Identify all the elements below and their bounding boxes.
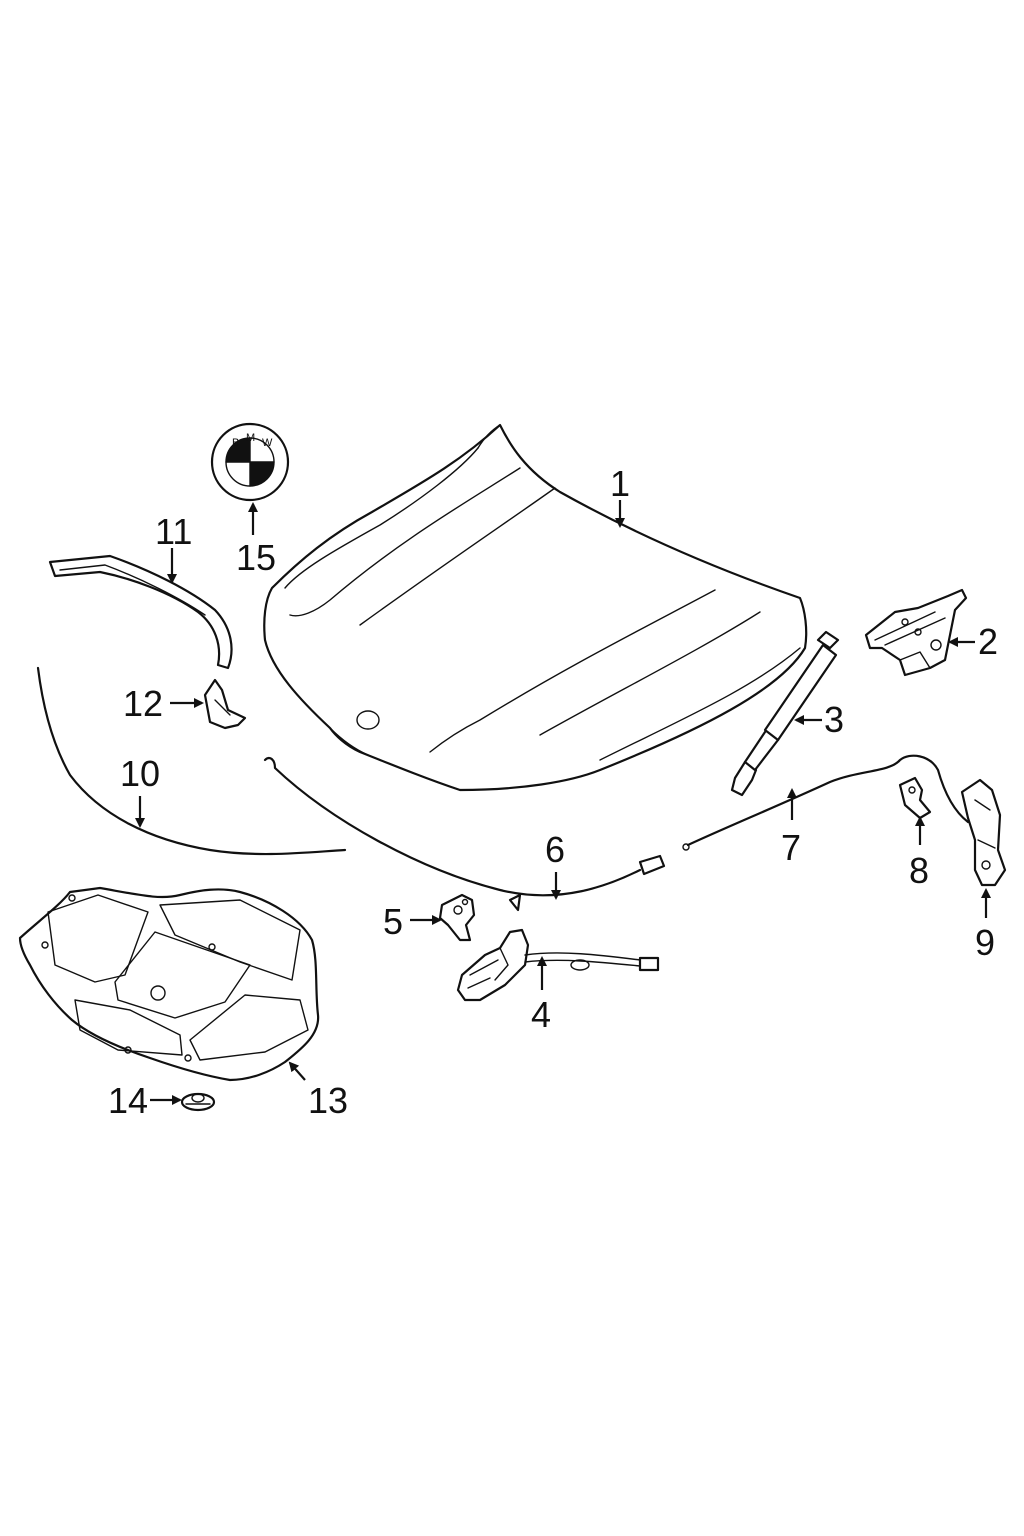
callout-11: 11 (155, 511, 192, 552)
latch-support (960, 778, 1007, 887)
callout-13: 13 (308, 1080, 348, 1121)
seal-trim (48, 554, 233, 670)
callout-6: 6 (545, 829, 565, 870)
callout-2: 2 (978, 621, 998, 662)
front-release-cable (682, 754, 970, 851)
latch-bracket (438, 893, 476, 942)
hood-hinge (864, 588, 968, 677)
bumper-bracket (898, 776, 932, 820)
leader-13 (288, 1061, 306, 1081)
hood-seal (36, 666, 347, 856)
callout-15: 15 (236, 537, 276, 578)
bmw-emblem: B M W (210, 422, 290, 502)
callout-7: 7 (781, 827, 801, 868)
emblem-letter-b: B (232, 437, 239, 449)
hood-insulation-pad (18, 886, 320, 1082)
hood-panel (263, 423, 808, 792)
push-clip (180, 1092, 216, 1112)
hood-gas-strut (730, 630, 840, 797)
callout-1: 1 (610, 463, 630, 504)
leader-lines (135, 500, 991, 1105)
emblem-letter-m: M (246, 432, 255, 444)
callout-12: 12 (123, 683, 163, 724)
callout-10: 10 (120, 753, 160, 794)
release-cable (263, 756, 666, 912)
callout-3: 3 (824, 699, 844, 740)
callout-8: 8 (909, 850, 929, 891)
trim-clip (203, 678, 247, 730)
callout-labels: 1 2 3 4 5 6 7 8 9 10 11 12 13 14 15 (108, 463, 998, 1121)
callout-9: 9 (975, 922, 995, 963)
hood-latch (456, 928, 660, 1002)
callout-5: 5 (383, 901, 403, 942)
callout-4: 4 (531, 994, 551, 1035)
callout-14: 14 (108, 1080, 148, 1121)
emblem-letter-w: W (262, 437, 273, 449)
